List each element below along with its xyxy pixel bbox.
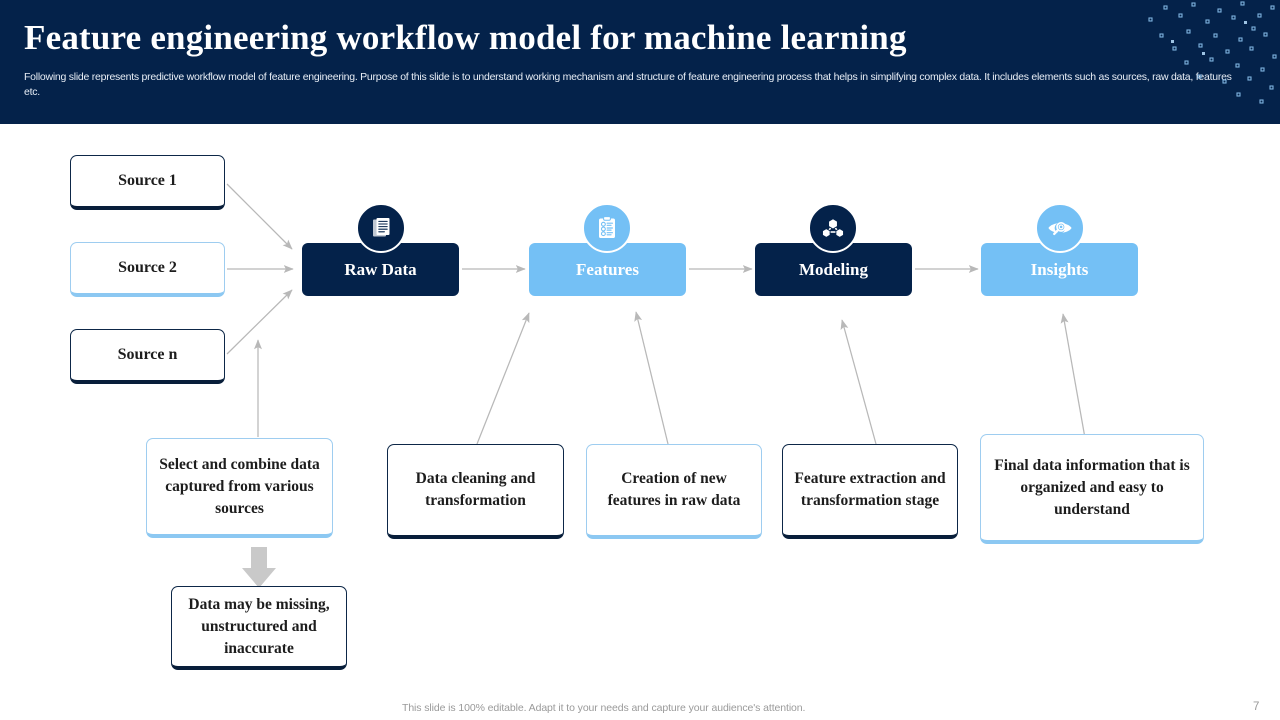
footer-note: This slide is 100% editable. Adapt it to… [402,702,806,714]
note-box-label: Data may be missing, unstructured and in… [188,595,330,657]
decorative-dot-pattern [1148,1,1277,104]
pipeline-stage-features-label: Features [576,259,639,279]
footer-page-number: 7 [1253,701,1260,713]
source-box-3[interactable]: Source n [70,329,225,384]
slide-header: Feature engineering workflow model for m… [0,0,1280,124]
description-box-3-label: Creation of new features in raw data [607,470,741,509]
pipeline-stage-modeling[interactable]: Modeling [755,243,912,296]
description-box-5-label: Final data information that is organized… [994,456,1190,518]
description-box-4[interactable]: Feature extraction and transformation st… [782,444,958,539]
page-subtitle: Following slide represents predictive wo… [24,71,1232,98]
pipeline-stage-insights-label: Insights [1030,259,1089,279]
pipeline-stage-modeling-label: Modeling [799,259,868,279]
note-box-data-quality[interactable]: Data may be missing, unstructured and in… [171,586,347,670]
source-box-2[interactable]: Source 2 [70,242,225,297]
source-box-1-label: Source 1 [118,172,177,189]
pipeline-stage-insights[interactable]: Insights [981,243,1138,296]
description-box-1[interactable]: Select and combine data captured from va… [146,438,333,538]
page-title: Feature engineering workflow model for m… [24,18,907,57]
description-box-5[interactable]: Final data information that is organized… [980,434,1204,544]
eye-magnifier-icon [1035,203,1085,253]
description-box-3[interactable]: Creation of new features in raw data [586,444,762,539]
description-box-1-label: Select and combine data captured from va… [159,455,320,517]
clipboard-checklist-icon [582,203,632,253]
description-box-4-label: Feature extraction and transformation st… [794,470,946,509]
pipeline-stage-raw-data-label: Raw Data [344,259,417,279]
document-stack-icon [356,203,406,253]
block-arrow-down [242,547,276,588]
description-box-2-label: Data cleaning and transformation [415,470,536,509]
source-box-3-label: Source n [117,346,178,363]
source-box-1[interactable]: Source 1 [70,155,225,210]
source-box-2-label: Source 2 [118,259,177,276]
description-box-2[interactable]: Data cleaning and transformation [387,444,564,539]
network-nodes-icon [808,203,858,253]
